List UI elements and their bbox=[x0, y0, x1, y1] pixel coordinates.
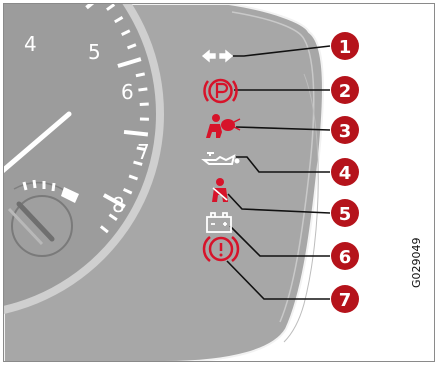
callout-2: 2 bbox=[331, 76, 359, 104]
gauge-minor-tick bbox=[108, 213, 118, 221]
gauge-minor-tick bbox=[128, 174, 139, 181]
leader-line-7 bbox=[226, 260, 330, 300]
gauge-minor-tick bbox=[138, 87, 148, 92]
leader-line-6 bbox=[229, 225, 330, 257]
gauge-minor-tick bbox=[126, 43, 137, 50]
figure-frame: 4 5 6 7 8 bbox=[3, 3, 435, 362]
figure-code: G029049 bbox=[410, 237, 423, 288]
gauge-major-tick bbox=[123, 129, 149, 137]
gauge-number-6: 6 bbox=[121, 80, 134, 104]
gauge-minor-tick bbox=[106, 4, 116, 11]
gauge-major-tick bbox=[85, 4, 95, 10]
cluster-outer-edge bbox=[283, 73, 319, 343]
gauge-number-8: 8 bbox=[112, 193, 125, 217]
callout-5-number: 5 bbox=[339, 204, 352, 225]
callout-2-number: 2 bbox=[339, 81, 352, 102]
battery-charge-icon bbox=[206, 212, 232, 233]
small-gauge bbox=[7, 179, 79, 257]
leader-line-1 bbox=[233, 45, 331, 57]
callout-3: 3 bbox=[331, 116, 359, 144]
small-gauge-tick bbox=[22, 181, 28, 191]
small-gauge-tick bbox=[51, 182, 56, 192]
gauge-minor-tick bbox=[114, 15, 124, 24]
leader-line-3 bbox=[235, 126, 331, 131]
leader-line-4 bbox=[236, 156, 330, 173]
callout-5: 5 bbox=[331, 199, 359, 227]
gauge-minor-tick bbox=[99, 225, 109, 234]
gauge-needle bbox=[4, 111, 72, 174]
callout-3-number: 3 bbox=[339, 121, 352, 142]
small-gauge-tick bbox=[32, 179, 37, 189]
leader-line-5 bbox=[227, 193, 331, 214]
callout-6: 6 bbox=[331, 242, 359, 270]
gauge-minor-tick bbox=[133, 160, 143, 166]
gauge-number-5: 5 bbox=[88, 40, 101, 64]
callout-1-number: 1 bbox=[339, 37, 352, 58]
small-gauge-needle-light bbox=[7, 207, 44, 246]
gauge-number-4: 4 bbox=[24, 32, 37, 56]
gauge-minor-tick bbox=[135, 72, 146, 78]
oil-pressure-icon bbox=[201, 152, 240, 165]
callout-6-number: 6 bbox=[339, 247, 352, 268]
small-gauge-needle bbox=[16, 201, 55, 242]
callout-1: 1 bbox=[331, 32, 359, 60]
callout-markers: 1 2 3 4 5 bbox=[331, 32, 359, 313]
gauge-ticks bbox=[85, 4, 149, 234]
parking-brake-icon bbox=[203, 78, 238, 104]
small-gauge-red-zone bbox=[61, 187, 79, 203]
callout-4-number: 4 bbox=[339, 163, 352, 184]
gauge-minor-tick bbox=[121, 29, 131, 37]
gauge-number-7: 7 bbox=[137, 140, 150, 164]
leader-lines bbox=[226, 45, 331, 300]
gauge-minor-tick bbox=[122, 187, 133, 195]
gauge-major-tick bbox=[102, 193, 126, 209]
cluster-drawing: 4 5 6 7 8 bbox=[4, 4, 359, 361]
tachometer-gauge bbox=[4, 4, 164, 314]
brake-warning-icon bbox=[202, 236, 240, 262]
seatbelt-reminder-icon bbox=[212, 178, 228, 202]
callout-7: 7 bbox=[331, 285, 359, 313]
turn-signal-icon bbox=[201, 49, 234, 63]
callout-7-number: 7 bbox=[339, 290, 352, 311]
callout-4: 4 bbox=[331, 158, 359, 186]
cluster-inner-bevel bbox=[231, 11, 315, 323]
airbag-icon bbox=[206, 114, 241, 138]
gauge-major-tick bbox=[117, 57, 142, 68]
gauge-minor-tick bbox=[136, 146, 146, 152]
